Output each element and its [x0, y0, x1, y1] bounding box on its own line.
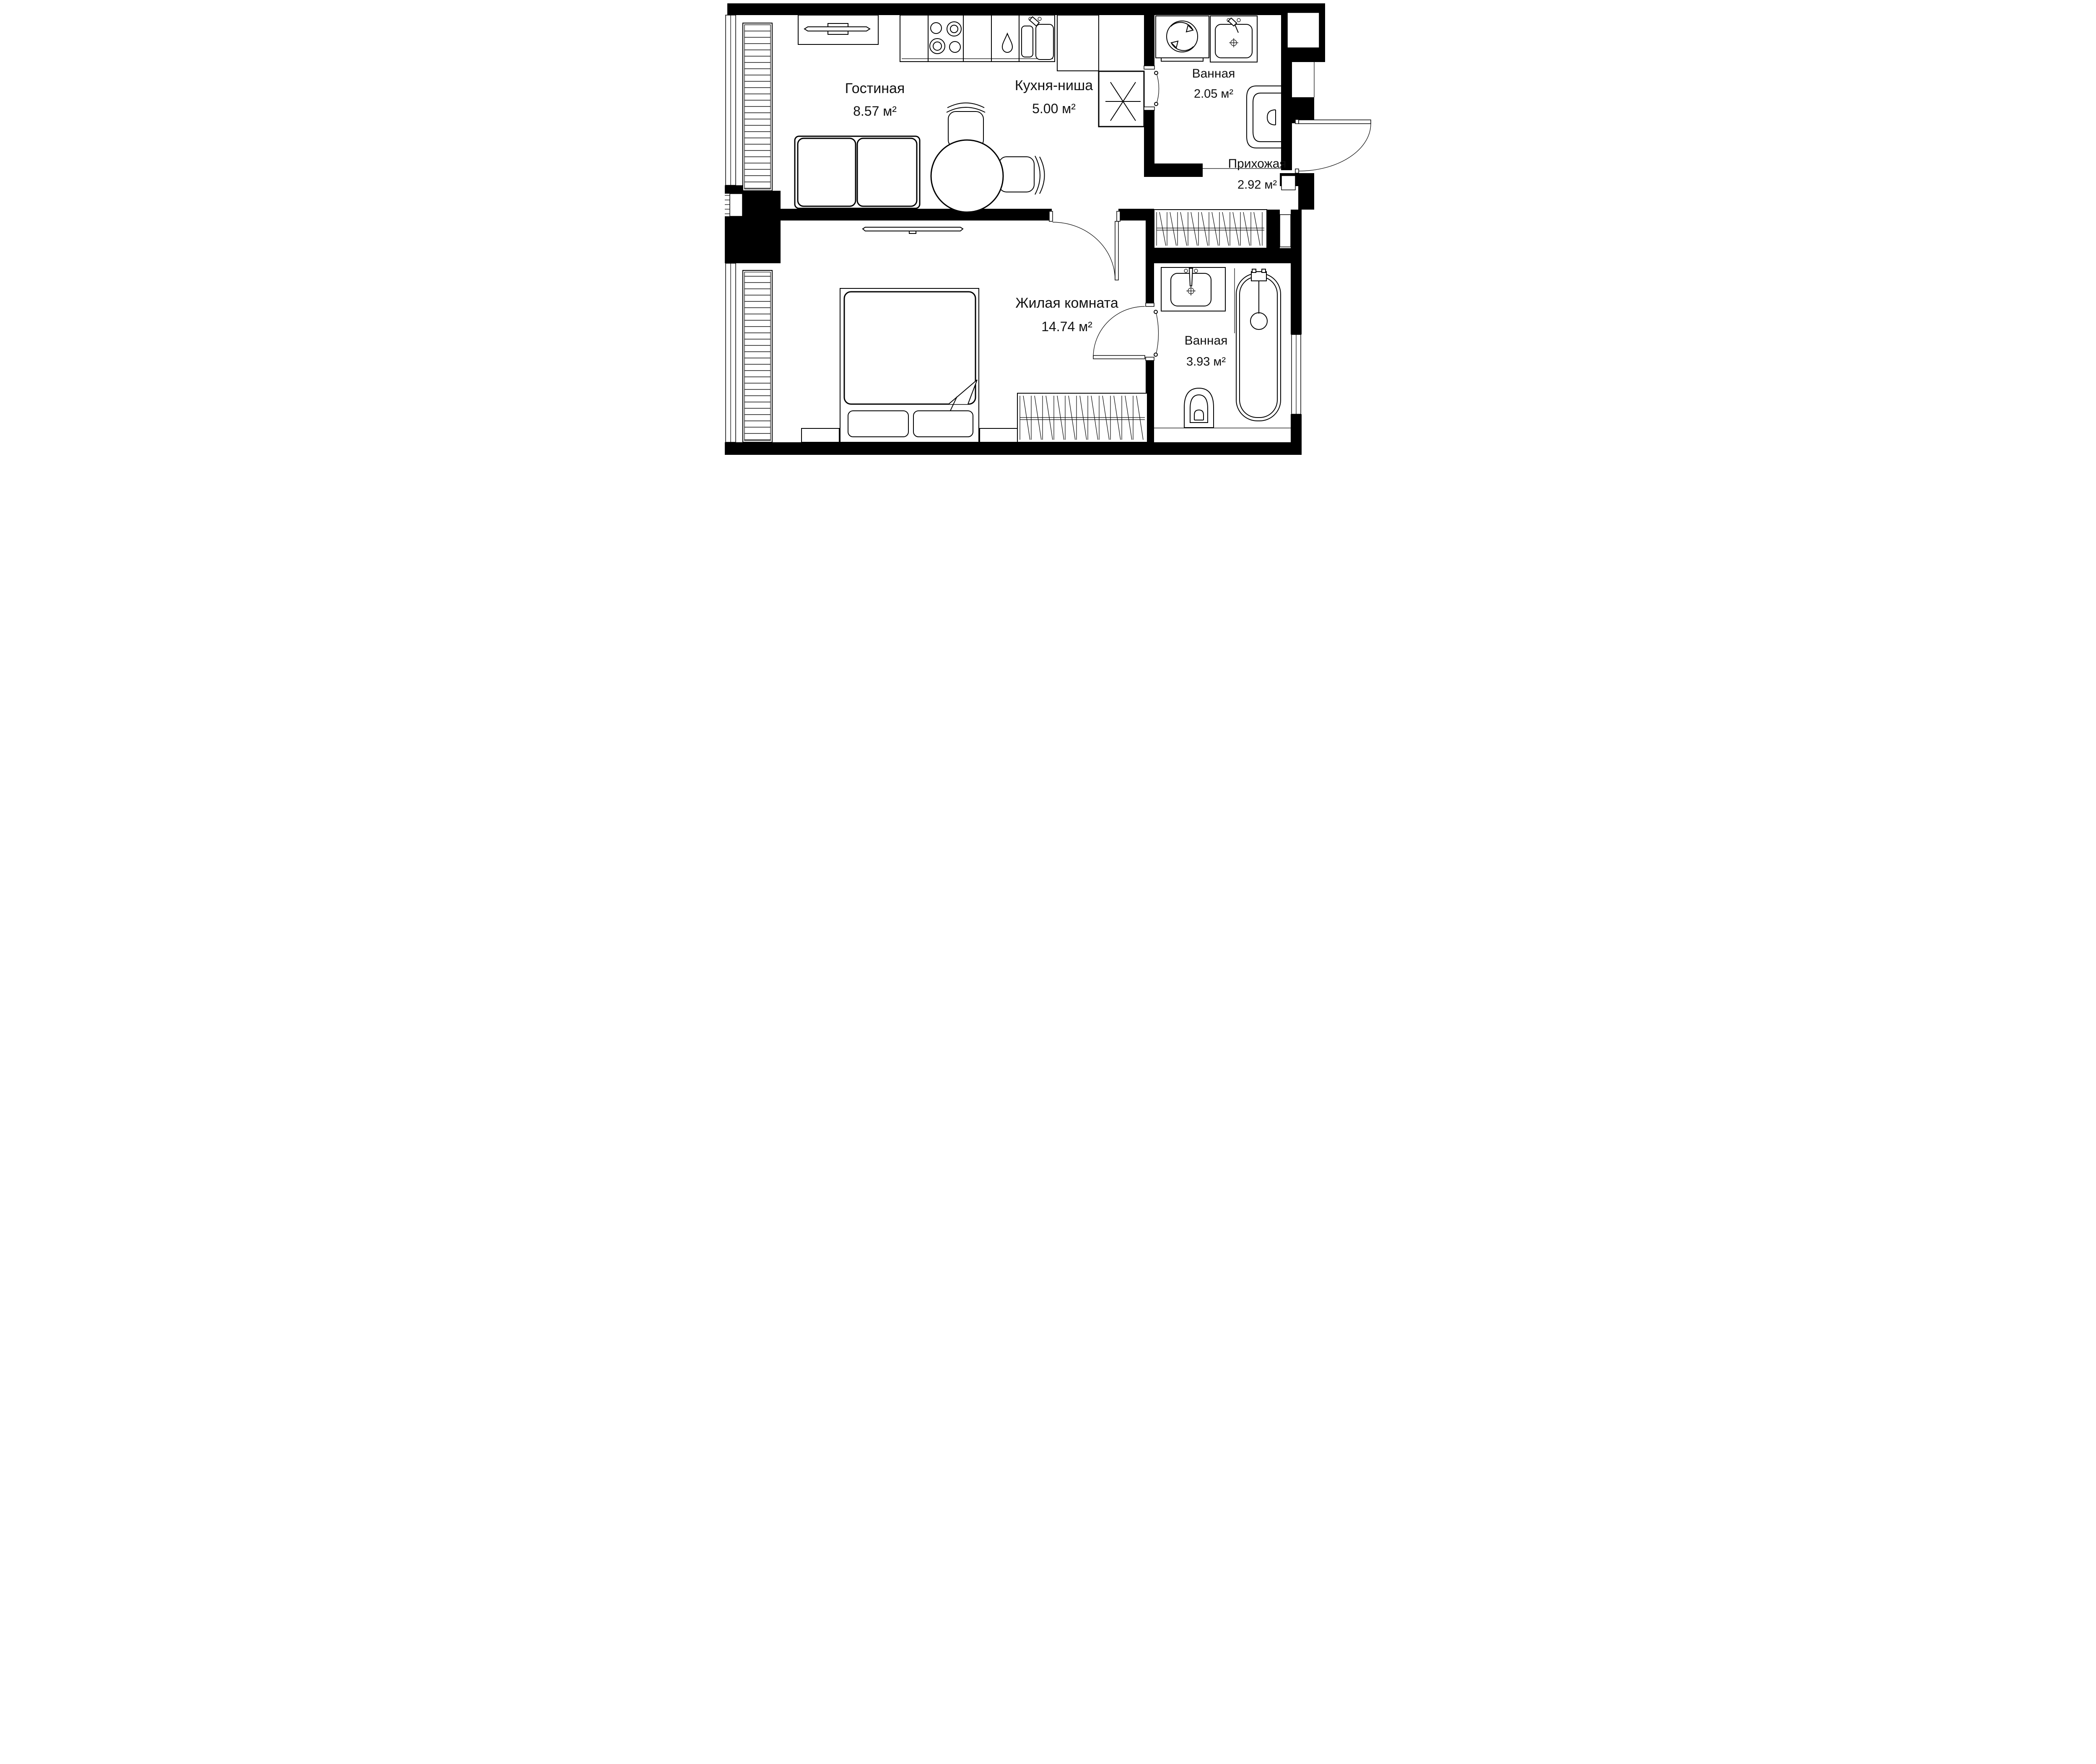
pillow: [847, 410, 909, 437]
door-swing-icon: [1092, 303, 1159, 361]
windows-left: [724, 15, 743, 443]
room-label-bedroom: Жилая комната: [1015, 295, 1118, 311]
bathtub-icon: [1235, 269, 1281, 421]
room-area-bedroom: 14.74 м²: [1041, 319, 1092, 334]
kitchen-counter: [899, 15, 1055, 62]
floor-plan: Гостиная 8.57 м²: [724, 0, 1372, 455]
room-bath-top: Ванная 2.05 м²: [1143, 16, 1281, 148]
vent-shaft-icon: [1098, 70, 1144, 127]
door-swing-icon: [1143, 65, 1159, 111]
room-label-kitchen: Кухня-ниша: [1014, 78, 1092, 93]
radiator-living: [742, 23, 773, 191]
wall-niche: [1279, 214, 1291, 247]
tv-stand: [797, 15, 879, 45]
chair-icon: [946, 102, 985, 148]
wall-notch: [729, 193, 743, 217]
sofa-icon: [794, 135, 920, 209]
room-label-hall: Прихожая: [1228, 157, 1286, 171]
radiator-bedroom: [742, 270, 773, 443]
room-area-hall: 2.92 м²: [1237, 178, 1276, 192]
window-icon: [1291, 334, 1301, 415]
door-swing-icon: [1048, 211, 1121, 280]
bed-icon: [839, 288, 979, 443]
floor-plan-canvas: Гостиная 8.57 м²: [724, 0, 1372, 455]
dining-table-icon: [930, 139, 1004, 213]
dining-set: [930, 102, 1045, 213]
room-kitchen: Кухня-ниша 5.00 м²: [899, 15, 1144, 127]
wardrobe-hangers-icon: [1017, 393, 1148, 443]
pillow: [913, 410, 973, 437]
toilet-icon: [1246, 86, 1281, 148]
water-drop-icon: [1001, 32, 1013, 53]
room-living: Гостиная 8.57 м²: [794, 15, 1045, 213]
room-label-living: Гостиная: [845, 80, 905, 96]
room-label-bath-top: Ванная: [1192, 67, 1235, 80]
washbasin-icon: [1160, 267, 1226, 311]
washing-machine-icon: [1155, 16, 1209, 62]
kitchen-sink-icon: [1021, 16, 1054, 60]
room-hall: Прихожая 2.92 м²: [1153, 119, 1371, 249]
entrance-door-icon: [1294, 119, 1371, 174]
nightstand-icon: [801, 428, 840, 443]
chair-icon: [998, 156, 1045, 195]
stove-burners-icon: [929, 21, 962, 54]
wall-niche-entrance: [1281, 175, 1296, 190]
nightstand-icon: [979, 428, 1018, 443]
room-area-kitchen: 5.00 м²: [1032, 101, 1076, 116]
kitchen-cabinet: [1056, 15, 1099, 71]
walls: [724, 3, 1325, 455]
room-area-living: 8.57 м²: [853, 104, 897, 119]
room-bath-big: Ванная 3.93 м²: [1092, 267, 1301, 428]
louver-vent-icon: [724, 194, 730, 216]
shaft-niche: [1287, 12, 1320, 48]
room-area-bath-top: 2.05 м²: [1193, 87, 1233, 101]
room-bedroom: Жилая комната 14.74 м²: [801, 211, 1148, 443]
tv-icon: [803, 26, 871, 31]
room-area-bath-big: 3.93 м²: [1186, 355, 1225, 368]
wardrobe-hangers-icon: [1153, 209, 1267, 249]
toilet-icon: [1183, 387, 1214, 428]
washbasin-icon: [1209, 16, 1258, 62]
room-label-bath-big: Ванная: [1184, 334, 1227, 348]
tv-icon: [861, 227, 964, 234]
